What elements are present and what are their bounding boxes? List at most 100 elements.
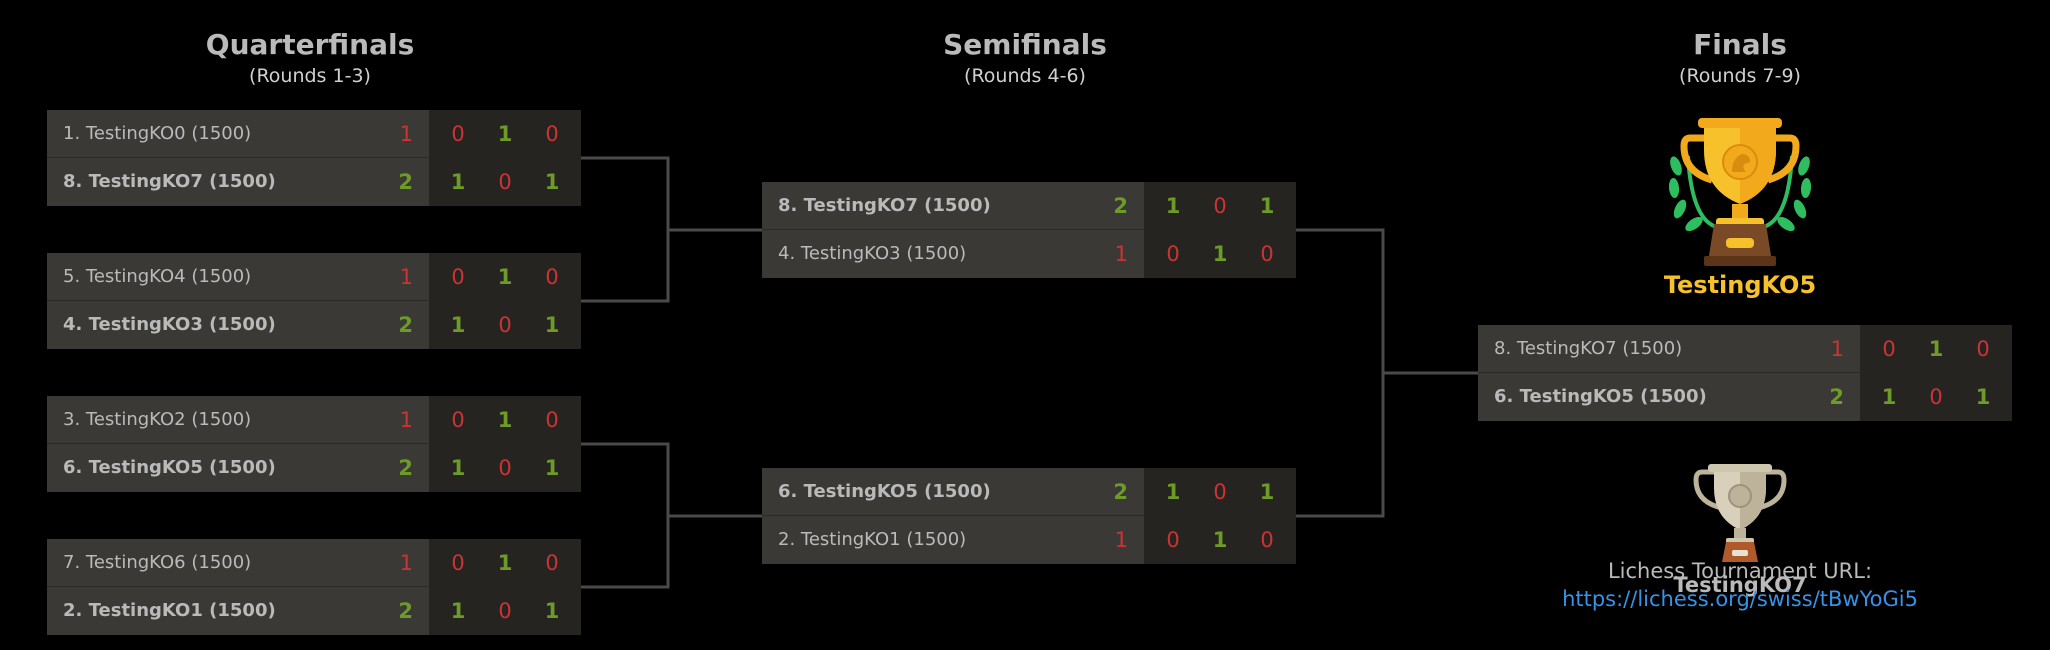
game-score: 0	[1166, 528, 1180, 552]
round-header-quarterfinals: Quarterfinals (Rounds 1-3)	[100, 0, 520, 88]
game-score: 1	[450, 313, 466, 337]
game-score: 1	[450, 456, 466, 480]
game-score: 0	[1929, 385, 1943, 409]
player-name-cell: 6. TestingKO5 (1500) 2	[762, 468, 1144, 516]
runner-up-name: TestingKO7	[1673, 573, 1807, 597]
player-name: 2. TestingKO1 (1500)	[778, 529, 967, 550]
round-subtitle: (Rounds 4-6)	[964, 65, 1086, 87]
game-score: 0	[498, 599, 512, 623]
game-score: 0	[1260, 242, 1274, 266]
game-score: 0	[451, 122, 465, 146]
player-name: 8. TestingKO7 (1500)	[778, 195, 991, 216]
game-score: 0	[545, 122, 559, 146]
match-total-score: 1	[399, 551, 413, 575]
match-total-score: 2	[1113, 480, 1128, 504]
player-name: 1. TestingKO0 (1500)	[63, 123, 252, 144]
match-total-score: 2	[398, 456, 413, 480]
match-quarterfinal-3: 3. TestingKO2 (1500)1 0 1 0 6. TestingKO5 (1…	[47, 396, 581, 492]
round-subtitle: (Rounds 7-9)	[1679, 65, 1801, 87]
player-name-cell: 2. TestingKO1 (1500) 2	[47, 587, 429, 635]
round-title: Quarterfinals	[205, 28, 415, 61]
player-name: 2. TestingKO1 (1500)	[63, 600, 276, 621]
player-row: 3. TestingKO2 (1500)1 0 1 0	[47, 396, 581, 444]
match-final: 8. TestingKO7 (1500) 1 0 1 0 6. TestingKO5 (1…	[1478, 325, 2012, 421]
player-name-cell: 6. TestingKO5 (1500) 2	[47, 444, 429, 492]
round-header-semifinals: Semifinals (Rounds 4-6)	[815, 0, 1235, 88]
round-title: Semifinals	[943, 28, 1107, 61]
game-score: 0	[545, 265, 559, 289]
game-score: 1	[497, 122, 513, 146]
player-row: 8. TestingKO7 (1500) 1 0 1 0	[1478, 325, 2012, 373]
player-name: 8. TestingKO7 (1500)	[1494, 338, 1683, 359]
game-score: 0	[545, 551, 559, 575]
match-total-score: 1	[399, 122, 413, 146]
game-score: 0	[545, 408, 559, 432]
player-name-cell: 8. TestingKO7 (1500) 2	[762, 182, 1144, 230]
tournament-url-link[interactable]: https://lichess.org/swiss/tBwYoGi5	[1562, 587, 1918, 611]
game-score: 1	[544, 599, 560, 623]
player-name: 6. TestingKO5 (1500)	[778, 481, 991, 502]
game-score: 0	[1213, 194, 1227, 218]
game-score: 0	[1976, 337, 1990, 361]
game-score: 0	[451, 408, 465, 432]
game-scores: 0 1 0	[429, 110, 581, 158]
player-name-cell: 7. TestingKO6 (1500) 1	[47, 539, 429, 587]
match-total-score: 2	[398, 599, 413, 623]
round-subtitle: (Rounds 1-3)	[249, 65, 371, 87]
game-score: 1	[497, 408, 513, 432]
match-total-score: 2	[398, 313, 413, 337]
player-name-cell: 3. TestingKO2 (1500)1	[47, 396, 429, 444]
game-score: 0	[1166, 242, 1180, 266]
game-score: 1	[544, 456, 560, 480]
connector-qf3-qf4	[580, 442, 670, 589]
game-scores: 0 1 0	[429, 396, 581, 444]
game-score: 1	[497, 265, 513, 289]
game-scores: 1 0 1	[429, 587, 581, 635]
game-score: 1	[1975, 385, 1991, 409]
player-name: 7. TestingKO6 (1500)	[63, 552, 252, 573]
player-name: 6. TestingKO5 (1500)	[63, 457, 276, 478]
game-score: 0	[451, 551, 465, 575]
match-total-score: 1	[1830, 337, 1844, 361]
game-score: 1	[1259, 480, 1275, 504]
match-total-score: 1	[399, 265, 413, 289]
round-header-finals: Finals (Rounds 7-9)	[1530, 0, 1950, 88]
match-total-score: 1	[1114, 242, 1128, 266]
player-name-cell: 1. TestingKO0 (1500) 1	[47, 110, 429, 158]
champion-name: TestingKO5	[1663, 271, 1817, 299]
player-name-cell: 8. TestingKO7 (1500) 1	[1478, 325, 1860, 373]
game-score: 1	[1212, 528, 1228, 552]
player-name-cell: 6. TestingKO5 (1500)2	[1478, 373, 1860, 421]
player-name: 5. TestingKO4 (1500)	[63, 266, 252, 287]
game-score: 1	[1259, 194, 1275, 218]
match-total-score: 1	[399, 408, 413, 432]
game-score: 1	[544, 170, 560, 194]
game-score: 0	[1882, 337, 1896, 361]
match-total-score: 2	[1113, 194, 1128, 218]
game-score: 0	[498, 313, 512, 337]
game-score: 0	[1260, 528, 1274, 552]
game-score: 1	[1928, 337, 1944, 361]
gold-trophy-icon	[1668, 118, 1812, 266]
game-score: 1	[450, 599, 466, 623]
